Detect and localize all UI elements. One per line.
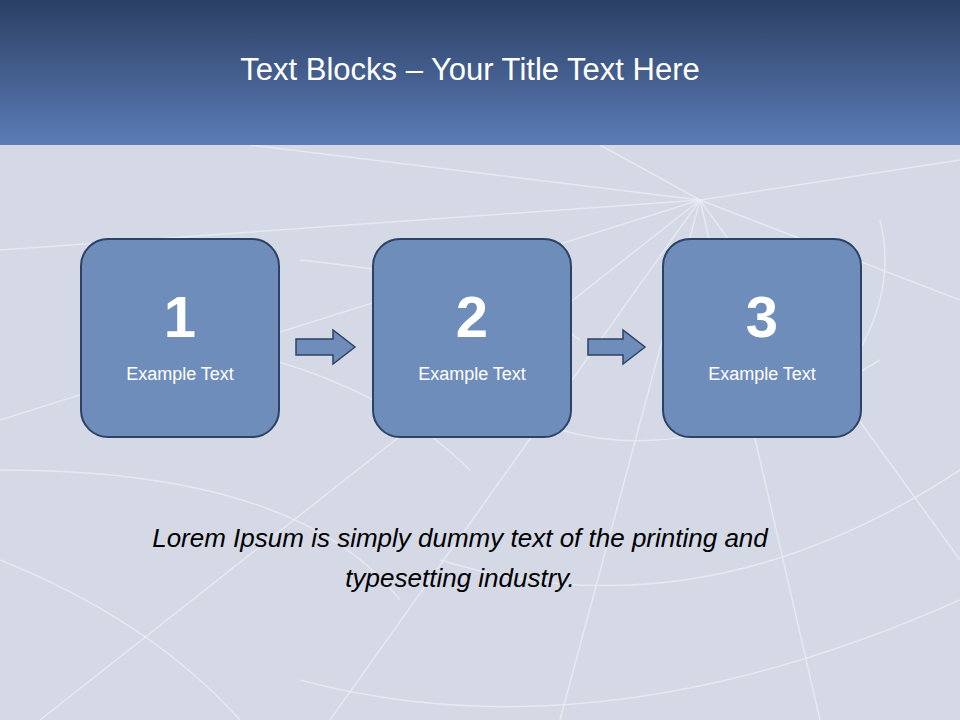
step-label: Example Text (126, 363, 234, 385)
step-number: 3 (746, 285, 778, 349)
spider-web (0, 145, 960, 720)
step-number: 1 (164, 285, 196, 349)
step-number: 2 (456, 285, 488, 349)
caption-text: Lorem Ipsum is simply dummy text of the … (110, 518, 810, 598)
header-band (0, 0, 960, 145)
step-label: Example Text (708, 363, 816, 385)
step-label: Example Text (418, 363, 526, 385)
step-box: 3Example Text (662, 238, 862, 438)
block-arrow (588, 330, 645, 364)
step-box: 2Example Text (372, 238, 572, 438)
block-arrow (296, 330, 355, 364)
step-box: 1Example Text (80, 238, 280, 438)
slide-title: Text Blocks – Your Title Text Here (0, 52, 940, 88)
